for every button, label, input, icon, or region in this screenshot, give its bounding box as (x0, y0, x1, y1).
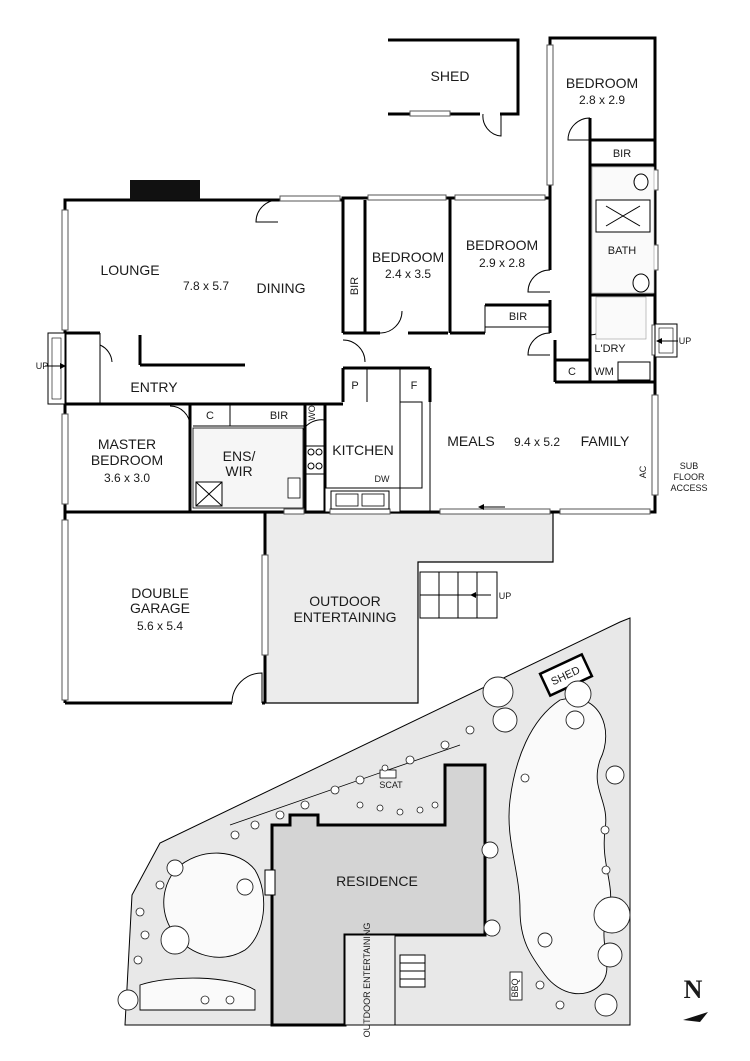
floor-plan: SHED BEDROOM 2.8 x 2.9 BIR BATH BEDROOM … (36, 36, 708, 705)
garden-bed-east (508, 698, 612, 995)
front-step (45, 332, 66, 405)
label-laundry: L'DRY (594, 343, 626, 355)
label-lounge: LOUNGE (100, 262, 159, 278)
label-bir-master: BIR (270, 410, 288, 422)
label-access: ACCESS (670, 483, 707, 493)
dim-bedroom-1: 2.4 x 3.5 (385, 267, 431, 281)
deck-stairs-site (399, 954, 426, 988)
fireplace (130, 180, 200, 200)
bbq-box (509, 971, 523, 1001)
windows (61, 44, 659, 701)
trees (117, 676, 631, 1017)
label-sub: SUB (680, 461, 699, 471)
label-dishwasher: DW (375, 474, 390, 484)
label-master-bedroom: BEDROOM (91, 452, 163, 468)
label-up-deck: UP (499, 591, 512, 601)
garden-bed-south (139, 977, 256, 1011)
shrubs (133, 725, 611, 1010)
site-plan: SHED SCAT RESIDENCE OUTDOOR ENTERTAINING… (117, 617, 708, 1038)
label-master: MASTER (98, 436, 156, 452)
label-outdoor: OUTDOOR (309, 593, 381, 609)
label-wm: WM (594, 366, 614, 378)
dim-garage: 5.6 x 5.4 (137, 619, 183, 633)
site-label-outdoor-entertaining: OUTDOOR ENTERTAINING (362, 923, 372, 1038)
label-up-laundry: UP (679, 336, 692, 346)
dim-bedroom-3: 2.8 x 2.9 (579, 93, 625, 107)
dim-lounge: 7.8 x 5.7 (183, 279, 229, 293)
label-up-front: UP (36, 361, 49, 371)
label-bir-bedroom-1: BIR (349, 277, 361, 295)
north-label: N (684, 975, 703, 1004)
label-ac: AC (638, 465, 648, 478)
label-cupboard-laundry: C (568, 366, 576, 378)
label-kitchen: KITCHEN (332, 442, 393, 458)
label-bedroom-1: BEDROOM (372, 249, 444, 265)
label-wir: WIR (225, 463, 252, 479)
scat-box (379, 769, 397, 779)
residence-front-step (264, 869, 276, 896)
label-entertaining: ENTERTAINING (294, 609, 397, 625)
outdoor-entertaining-site (344, 934, 396, 1026)
bathroom-fixtures (192, 166, 655, 509)
dim-meals-family: 9.4 x 5.2 (514, 435, 560, 449)
deck-stairs (419, 571, 498, 619)
site-label-residence: RESIDENCE (336, 873, 418, 889)
label-dining: DINING (257, 280, 306, 296)
kitchen-fixtures (305, 445, 390, 510)
label-bir-bedroom-3: BIR (613, 148, 631, 160)
site-label-bbq: BBQ (510, 978, 520, 997)
label-double: DOUBLE (131, 585, 189, 601)
room-labels: SHED BEDROOM 2.8 x 2.9 BIR BATH BEDROOM … (36, 68, 708, 633)
label-ensuite: ENS/ (223, 448, 256, 464)
label-bath: BATH (608, 245, 637, 257)
shed-door (482, 113, 502, 137)
site-label-scat: SCAT (379, 780, 403, 790)
label-floor: FLOOR (673, 472, 705, 482)
label-shed: SHED (431, 68, 470, 84)
garden-bed-west (163, 852, 265, 958)
laundry-step (654, 323, 678, 358)
north-arrow-icon (683, 1012, 708, 1022)
house-outer-wall (63, 36, 657, 514)
label-wall-oven: WO (307, 405, 317, 421)
label-family: FAMILY (581, 433, 630, 449)
dim-bedroom-2: 2.9 x 2.8 (479, 256, 525, 270)
label-cupboard-entry: C (206, 410, 214, 422)
label-bedroom-2: BEDROOM (466, 237, 538, 253)
label-entry: ENTRY (130, 379, 178, 395)
label-fridge: F (411, 380, 418, 392)
label-garage: GARAGE (130, 600, 190, 616)
label-meals: MEALS (447, 433, 494, 449)
label-pantry: P (351, 380, 358, 392)
dim-master: 3.6 x 3.0 (104, 471, 150, 485)
label-bir-bedroom-2: BIR (509, 311, 527, 323)
label-bedroom-3: BEDROOM (566, 75, 638, 91)
outdoor-entertaining-area (264, 512, 554, 704)
